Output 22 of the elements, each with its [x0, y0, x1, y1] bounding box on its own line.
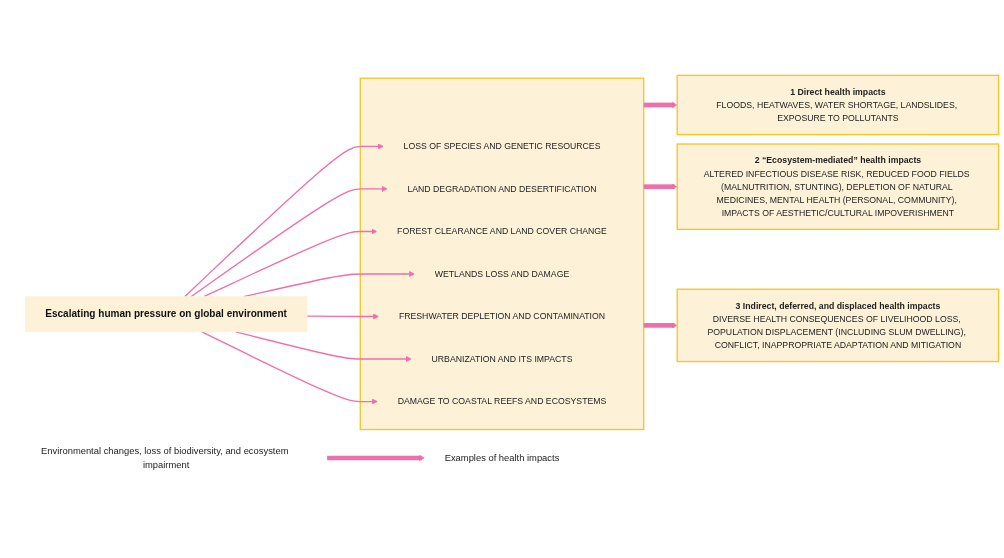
- node-box: 1 Direct health impacts FLOODS, HEATWAVES, WATER SHORTAGE, LANDSLIDES, EXPOSURE TO POLLUTANTS: [676, 74, 1000, 136]
- node-text: LOSS OF SPECIES AND GENETIC RESOURCES: [403, 141, 601, 152]
- arrow: [643, 184, 678, 190]
- node-box: 2 “Ecosystem-mediated” health impacts ALTERED INFECTIOUS DISEASE RISK, REDUCED FOOD FIELDS (MALNUTRITION, STUNTING), DEPLETION OF NATURAL MEDICINES, MENTAL HEALTH (PERSONAL, COMMUNITY), IMPACTS OF AESTHETIC/CULTURAL IMPOVERISHMENT: [676, 143, 1000, 231]
- node-text: WETLANDS LOSS AND DAMAGE: [434, 269, 570, 280]
- arrow: [643, 322, 678, 329]
- arrow: [326, 455, 425, 462]
- arrow: [203, 228, 378, 298]
- node-text: FOREST CLEARANCE AND LAND COVER CHANGE: [397, 226, 607, 237]
- arrow: [184, 143, 384, 298]
- arrow: [306, 313, 380, 320]
- node-box: 3 Indirect, deferred, and displaced health impacts DIVERSE HEALTH CONSEQUENCES OF LIVELIHOOD LOSS, POPULATION DISPLACEMENT (INCLUDING SLUM DWELLING), CONFLICT, INAPPROPRIATE ADAPTATION AND MITIGATION: [676, 288, 1000, 363]
- node-text: Examples of health impacts: [444, 452, 560, 464]
- node-text: FRESHWATER DEPLETION AND CONTAMINATION: [398, 311, 606, 322]
- node-text: URBANIZATION AND ITS IMPACTS: [431, 354, 573, 365]
- node-text: DAMAGE TO COASTAL REEFS AND ECOSYSTEMS: [397, 396, 607, 407]
- node-text: LAND DEGRADATION AND DESERTIFICATION: [407, 184, 597, 195]
- node-text: Environmental changes, loss of biodiversity, and ecosystem impairment: [41, 445, 289, 471]
- arrow: [190, 186, 388, 298]
- arrow: [643, 102, 678, 109]
- node-box: Escalating human pressure on global environment: [24, 296, 308, 333]
- cluster: [359, 77, 645, 431]
